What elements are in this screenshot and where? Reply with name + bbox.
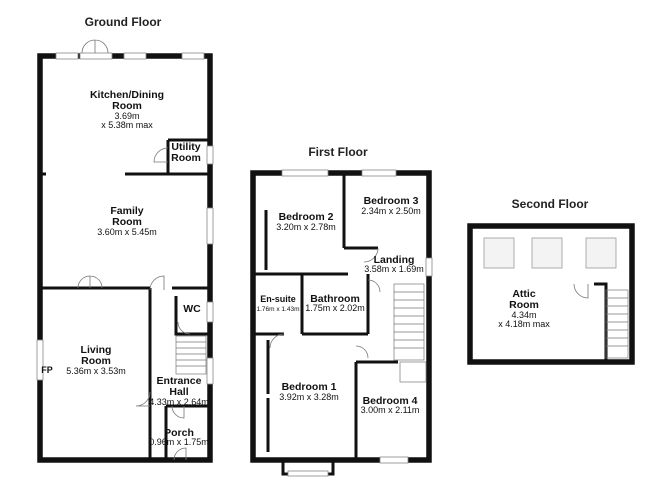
ground-floor-title: Ground Floor [85,15,162,29]
attic-label-2: Room [509,299,539,311]
first-floor-title: First Floor [308,145,368,159]
attic-skylight-2 [531,237,563,269]
bed2-window [281,169,329,177]
hall-label-1: Entrance [157,375,202,387]
front-door [173,447,187,461]
bed3-door [363,247,379,263]
first-stairs [393,283,425,361]
bed1-bay-glass [287,470,329,477]
landing-window [425,257,433,277]
utility-label-2: Room [171,152,201,164]
hall-door [149,275,165,291]
ground-floor: Ground Floor Kitchen/Dining Room 3.69m x… [36,15,214,463]
wc-wall [174,296,210,336]
kitchen-window-right [181,52,205,60]
bed2-dim: 3.20m x 2.78m [276,222,336,232]
hall-label-2: Hall [169,386,188,398]
second-floor: Second Floor Attic Room 4.34m x 4.18m ma… [467,197,635,365]
bed4-dim: 3.00m x 2.11m [361,405,420,415]
attic-stair-treads [606,297,628,347]
bed1-label: Bedroom 1 [282,381,337,393]
bed1-dim: 3.92m x 3.28m [279,392,339,402]
kitchen-dim-1: 3.69m [114,111,139,121]
ground-stair-treads [176,341,206,367]
attic-stair-wall [594,282,608,362]
first-floor: First Floor Bedroom 2 3.20m x 2.78m Bedr… [250,145,433,477]
kitchen-label-1: Kitchen/Dining [90,89,164,101]
landing-label: Landing [374,254,415,266]
utility-label-1: Utility [171,141,200,153]
attic-dim-1: 4.34m [511,310,536,320]
living-side-door [135,391,151,407]
first-stair-treads [394,291,424,349]
kitchen-window-left [55,52,79,60]
kitchen-patio-doors [79,52,113,60]
attic-door [573,283,589,299]
bed1-door [355,345,369,359]
attic-label-1: Attic [512,288,535,300]
utility-door [153,147,169,163]
ensuite-dim: 1.76m x 1.43m [257,306,300,313]
porch-label: Porch [164,427,194,439]
bed4-label: Bedroom 4 [363,395,418,407]
second-floor-outer-wall [467,223,635,365]
kitchen-dim-2: x 5.38m max [101,120,153,130]
bed3-label: Bedroom 3 [364,195,419,207]
living-label-1: Living [81,344,112,356]
attic-skylight-1 [483,237,515,269]
attic-dim-2: x 4.18m max [498,319,550,329]
family-dim: 3.60m x 5.45m [97,227,157,237]
attic-skylight-3 [585,237,617,269]
first-floor-outer-wall [250,170,432,463]
hall-dim: 4.33m x 2.64m [149,397,209,407]
living-window [36,339,44,381]
second-floor-title: Second Floor [512,197,589,211]
bed2-label: Bedroom 2 [279,211,334,223]
attic-stairs [605,289,629,359]
living-dim: 5.36m x 3.53m [66,366,126,376]
bed4-cupboard [399,361,427,383]
living-label-2: Room [81,355,111,367]
wc-door [177,321,191,335]
landing-door [367,279,381,293]
bed4-window [379,456,409,464]
landing-dim: 3.58m x 1.69m [364,264,424,274]
porch-dim: 0.96m x 1.75m [149,437,209,447]
kitchen-window-mid [123,52,147,60]
ground-stairs [175,335,207,375]
wc-label: WC [183,303,201,315]
living-double-door [77,275,103,289]
bathroom-label: Bathroom [310,293,360,305]
family-label-2: Room [112,216,142,228]
ensuite-label: En-suite [260,294,296,304]
porch-inner-door [171,405,185,419]
family-window [206,207,214,245]
family-label-1: Family [110,205,143,217]
ensuite-door [269,333,285,349]
hall-window [206,357,214,385]
utility-window [206,145,214,165]
bed3-window [361,169,397,177]
wc-window [206,301,214,323]
patio-door-swing [81,39,109,54]
fireplace-label: FP [41,365,53,375]
kitchen-label-2: Room [112,100,142,112]
bathroom-dim: 1.75m x 2.02m [305,303,365,313]
bed3-dim: 2.34m x 2.50m [361,206,421,216]
